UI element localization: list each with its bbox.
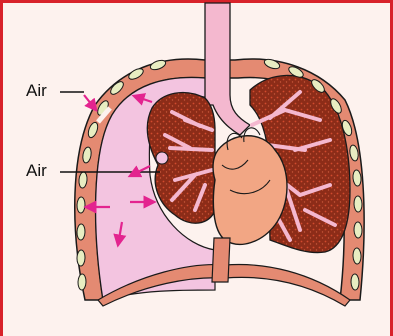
aorta: [212, 238, 230, 282]
air-upper-label: Air: [26, 82, 47, 99]
air-lower-label: Air: [26, 162, 47, 179]
air-lower-leader-dot: [156, 152, 168, 164]
arrow-entry: [84, 95, 96, 110]
